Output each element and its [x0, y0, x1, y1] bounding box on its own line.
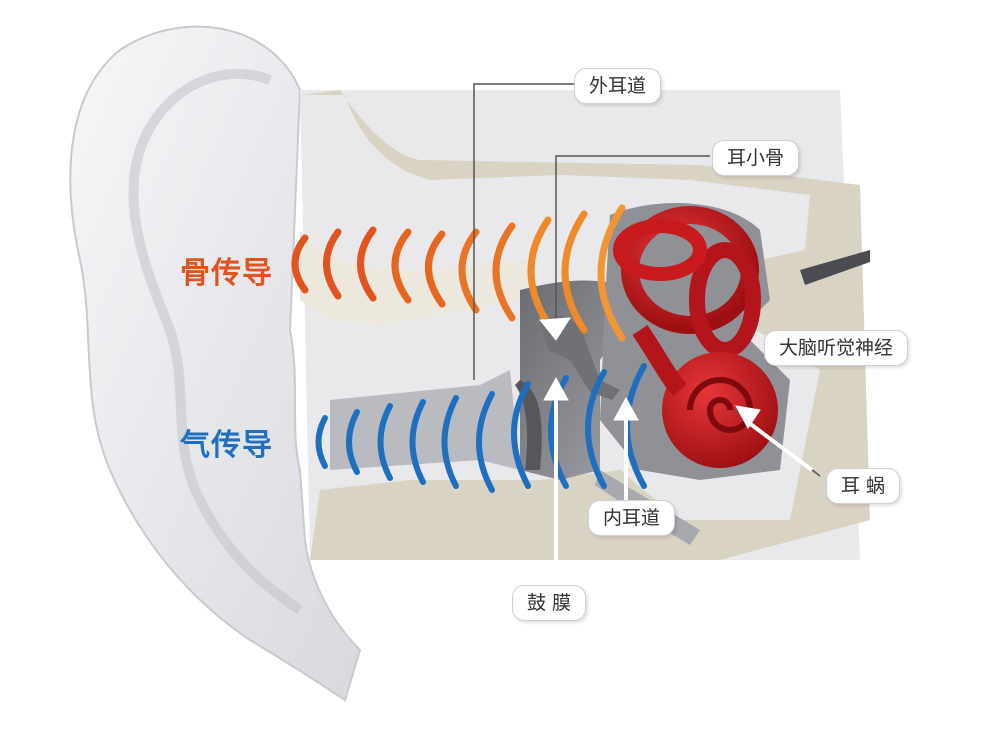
ear-canal: [330, 370, 520, 470]
cochlea-and-canals: [613, 206, 778, 468]
bone-conduction-label: 骨传导: [180, 256, 273, 291]
outer-ear-canal-label: 外耳道: [574, 68, 662, 104]
ossicles: [540, 316, 620, 400]
inner-ear-canal-label: 内耳道: [588, 500, 676, 536]
eardrum-label: 鼓 膜: [512, 585, 587, 621]
bone-conduction-waves: [291, 204, 626, 342]
cochlea-label: 耳 蜗: [826, 468, 901, 504]
ossicles-label: 耳小骨: [712, 140, 800, 176]
auditory-nerve-label: 大脑听觉神经: [764, 330, 909, 366]
ear-fold: [128, 68, 303, 615]
outer-ear: [69, 25, 362, 702]
pointer-arrows: [539, 317, 814, 585]
eardrum: [515, 380, 542, 470]
ear-canal-upper: [300, 230, 540, 325]
air-conduction-label: 气传导: [180, 428, 273, 463]
air-conduction-waves: [315, 363, 647, 493]
cable: [800, 250, 870, 285]
